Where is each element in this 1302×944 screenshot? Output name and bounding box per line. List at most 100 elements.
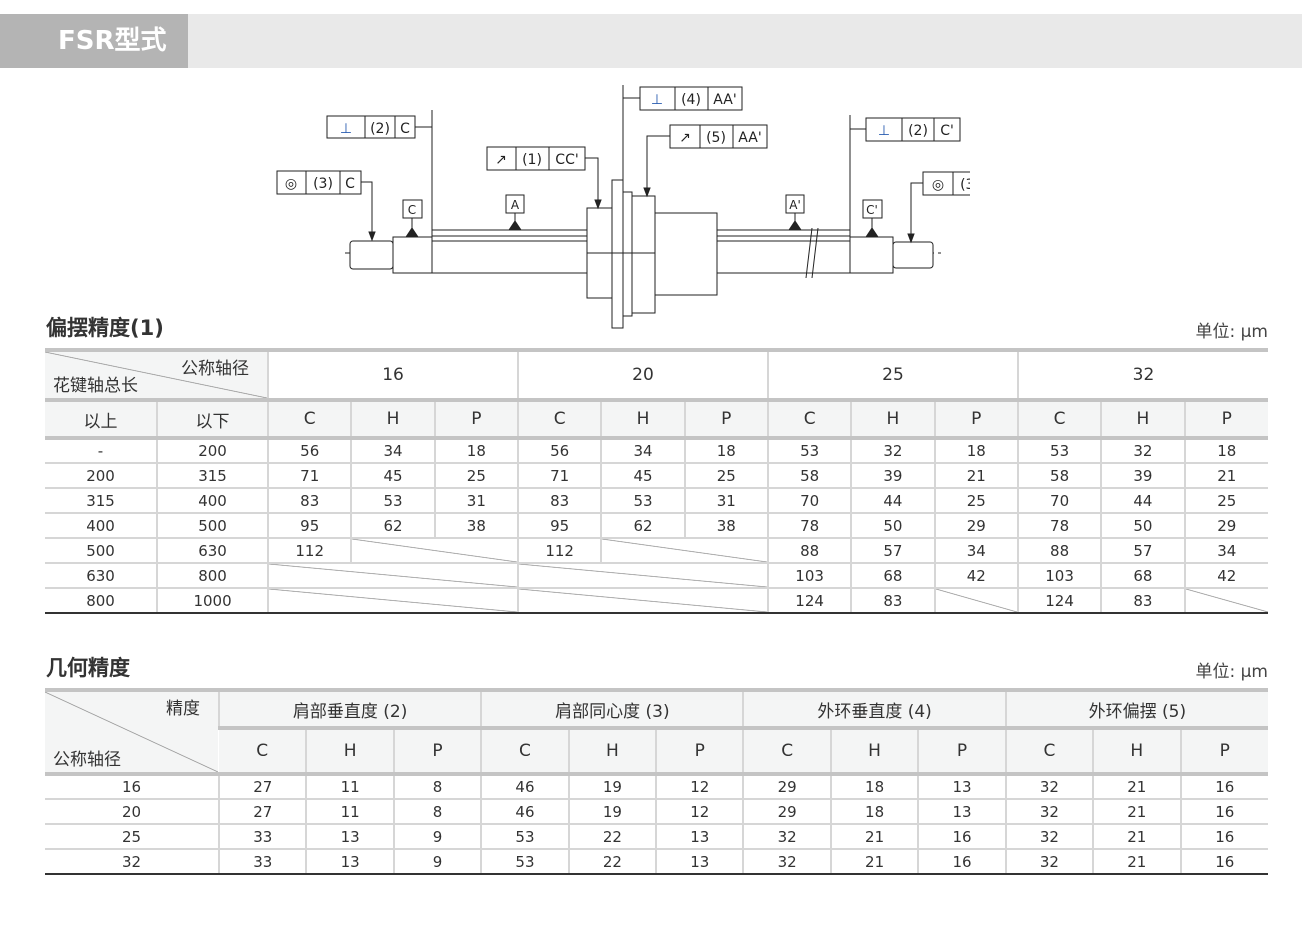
value-cell: 46 — [480, 774, 569, 800]
value-cell: 25 — [933, 488, 1018, 514]
value-cell: 38 — [683, 513, 768, 539]
diameter-header: 25 — [766, 348, 1018, 402]
value-cell: 32 — [850, 438, 935, 464]
value-cell: 95 — [267, 513, 352, 539]
value-cell: 18 — [829, 774, 919, 800]
value-cell: 53 — [480, 824, 569, 850]
length-from: 315 — [45, 488, 158, 514]
value-cell: 11 — [305, 774, 394, 800]
grade-header: P — [1183, 400, 1268, 440]
value-cell: 22 — [567, 824, 657, 850]
blank-cell — [517, 563, 768, 589]
length-from: - — [45, 438, 158, 464]
value-cell: 21 — [933, 463, 1018, 489]
grade-header: C — [742, 728, 831, 776]
value-cell: 53 — [600, 488, 685, 514]
value-cell: 29 — [742, 799, 831, 825]
shaft-diagram: ⊥ (2) C ◎ (3) C ↗ (1) CC' ⊥ (4) AA' ↗ (5… — [276, 85, 970, 329]
header-row: 精度公称轴径肩部垂直度 (2)肩部同心度 (3)外环垂直度 (4)外环偏摆 (5… — [45, 688, 1268, 776]
tolerance-frame: ↗ (5) AA' — [669, 124, 768, 149]
value-cell: 83 — [850, 588, 935, 614]
corner-bottom-label: 公称轴径 — [53, 750, 121, 770]
value-cell: 56 — [267, 438, 352, 464]
length-to: 630 — [156, 538, 269, 564]
value-cell: 12 — [655, 799, 744, 825]
value-cell: 78 — [1016, 513, 1102, 539]
value-cell: 103 — [1016, 563, 1102, 589]
value-cell: 31 — [683, 488, 768, 514]
geometry-table: 精度公称轴径肩部垂直度 (2)肩部同心度 (3)外环垂直度 (4)外环偏摆 (5… — [45, 688, 1268, 875]
value-cell: 124 — [766, 588, 852, 614]
value-cell: 19 — [567, 799, 657, 825]
value-cell: 31 — [433, 488, 519, 514]
value-cell: 56 — [517, 438, 602, 464]
value-cell: 21 — [1092, 849, 1181, 875]
value-cell: 42 — [1183, 563, 1268, 589]
svg-text:C: C — [400, 121, 410, 137]
value-cell: 18 — [933, 438, 1018, 464]
runout-icon: ↗ — [495, 152, 507, 168]
value-cell: 21 — [1092, 774, 1181, 800]
value-cell: 53 — [766, 438, 852, 464]
value-cell: 18 — [433, 438, 519, 464]
svg-text:AA': AA' — [713, 92, 736, 108]
svg-text:(3): (3) — [313, 176, 333, 192]
value-cell: 53 — [1016, 438, 1102, 464]
shaft-diameter: 32 — [45, 849, 220, 875]
tolerance-frame: ↗ (1) CC' — [486, 146, 586, 171]
leaders — [361, 85, 923, 244]
value-cell: 8 — [392, 774, 482, 800]
value-cell: 16 — [1179, 849, 1268, 875]
value-cell: 53 — [480, 849, 569, 875]
diameter-header: 16 — [267, 348, 519, 402]
grade-header: H — [567, 728, 657, 776]
tolerance-frame: ◎ (3) C' — [922, 171, 970, 196]
value-cell: 27 — [218, 799, 307, 825]
grade-header: P — [933, 400, 1018, 440]
blank-cell — [517, 588, 768, 614]
value-cell: 16 — [1179, 799, 1268, 825]
value-cell: 13 — [655, 849, 744, 875]
value-cell: 34 — [1183, 538, 1268, 564]
tolerance-frame: ⊥ (4) AA' — [639, 86, 743, 111]
length-from: 630 — [45, 563, 158, 589]
length-to: 315 — [156, 463, 269, 489]
svg-text:(2): (2) — [908, 123, 928, 139]
value-cell: 32 — [1100, 438, 1185, 464]
value-cell: 27 — [218, 774, 307, 800]
value-cell: 62 — [350, 513, 435, 539]
value-cell: 33 — [218, 824, 307, 850]
svg-text:(2): (2) — [370, 121, 390, 137]
value-cell: 21 — [829, 824, 919, 850]
value-cell: 8 — [392, 799, 482, 825]
value-cell: 95 — [517, 513, 602, 539]
grade-header: H — [1100, 400, 1185, 440]
value-cell: 45 — [600, 463, 685, 489]
diameter-header: 20 — [517, 348, 768, 402]
value-cell: 18 — [1183, 438, 1268, 464]
value-cell: 68 — [850, 563, 935, 589]
length-from: 800 — [45, 588, 158, 614]
runout-icon: ↗ — [679, 130, 691, 146]
value-cell: 13 — [305, 824, 394, 850]
value-cell: 88 — [766, 538, 852, 564]
grade-header: P — [1179, 728, 1268, 776]
runout-unit: 单位: μm — [1195, 322, 1268, 342]
value-cell: 83 — [517, 488, 602, 514]
length-to: 200 — [156, 438, 269, 464]
value-cell: 25 — [1183, 488, 1268, 514]
length-to: 1000 — [156, 588, 269, 614]
value-cell: 21 — [1183, 463, 1268, 489]
value-cell: 18 — [683, 438, 768, 464]
svg-text:(5): (5) — [706, 130, 726, 146]
blank-cell — [1183, 588, 1268, 614]
svg-text:A': A' — [789, 198, 801, 212]
perpendicularity-icon: ⊥ — [340, 121, 352, 137]
corner-top-label: 公称轴径 — [181, 359, 250, 379]
